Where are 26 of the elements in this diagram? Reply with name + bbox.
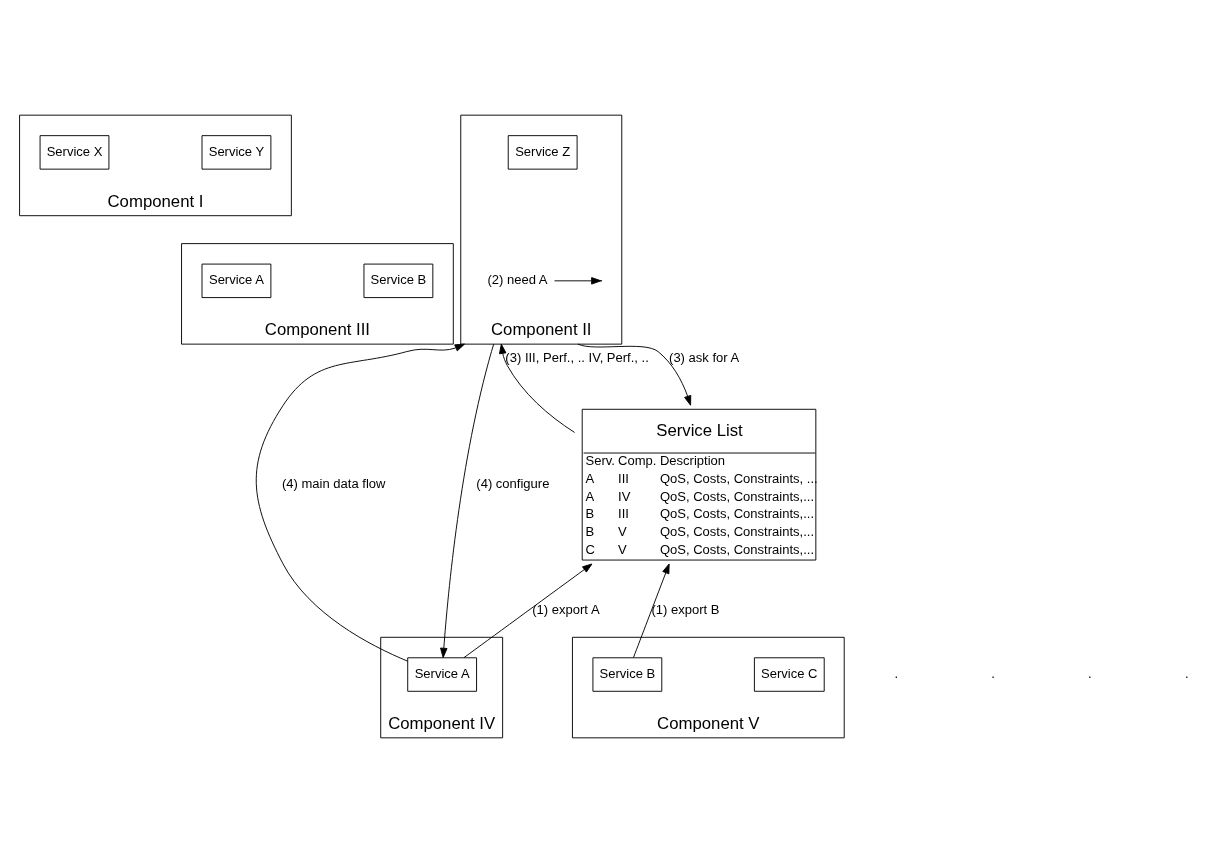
node-box: Service Z <box>507 134 578 170</box>
edge-label: (1) export A <box>532 601 600 617</box>
arrow <box>499 343 576 433</box>
edge-label: (3) III, Perf., .. IV, Perf., .. <box>505 349 649 365</box>
arrow <box>440 343 495 658</box>
node-box: Service Y <box>201 134 272 170</box>
node-box: Service A <box>407 656 478 692</box>
label: . <box>1088 665 1092 681</box>
label: . <box>991 665 995 681</box>
arrow <box>633 563 670 658</box>
node-box: Service B <box>363 263 434 298</box>
node-box: Service B <box>592 656 663 692</box>
node-box: Service A <box>201 263 272 298</box>
arrow <box>463 563 593 658</box>
arrow <box>577 343 692 406</box>
node-box: Service X <box>39 134 110 170</box>
arrow <box>255 343 465 662</box>
node-text: (2) need A <box>487 271 548 287</box>
label: . <box>1184 665 1189 681</box>
edge-label: (4) configure <box>476 475 550 491</box>
label: . <box>894 665 899 681</box>
arrow <box>554 276 602 285</box>
node-box: Service C <box>753 656 825 692</box>
edge-label: (3) ask for A <box>669 349 740 365</box>
edge-label: (4) main data flow <box>281 475 386 491</box>
edge-label: (1) export B <box>651 601 720 617</box>
